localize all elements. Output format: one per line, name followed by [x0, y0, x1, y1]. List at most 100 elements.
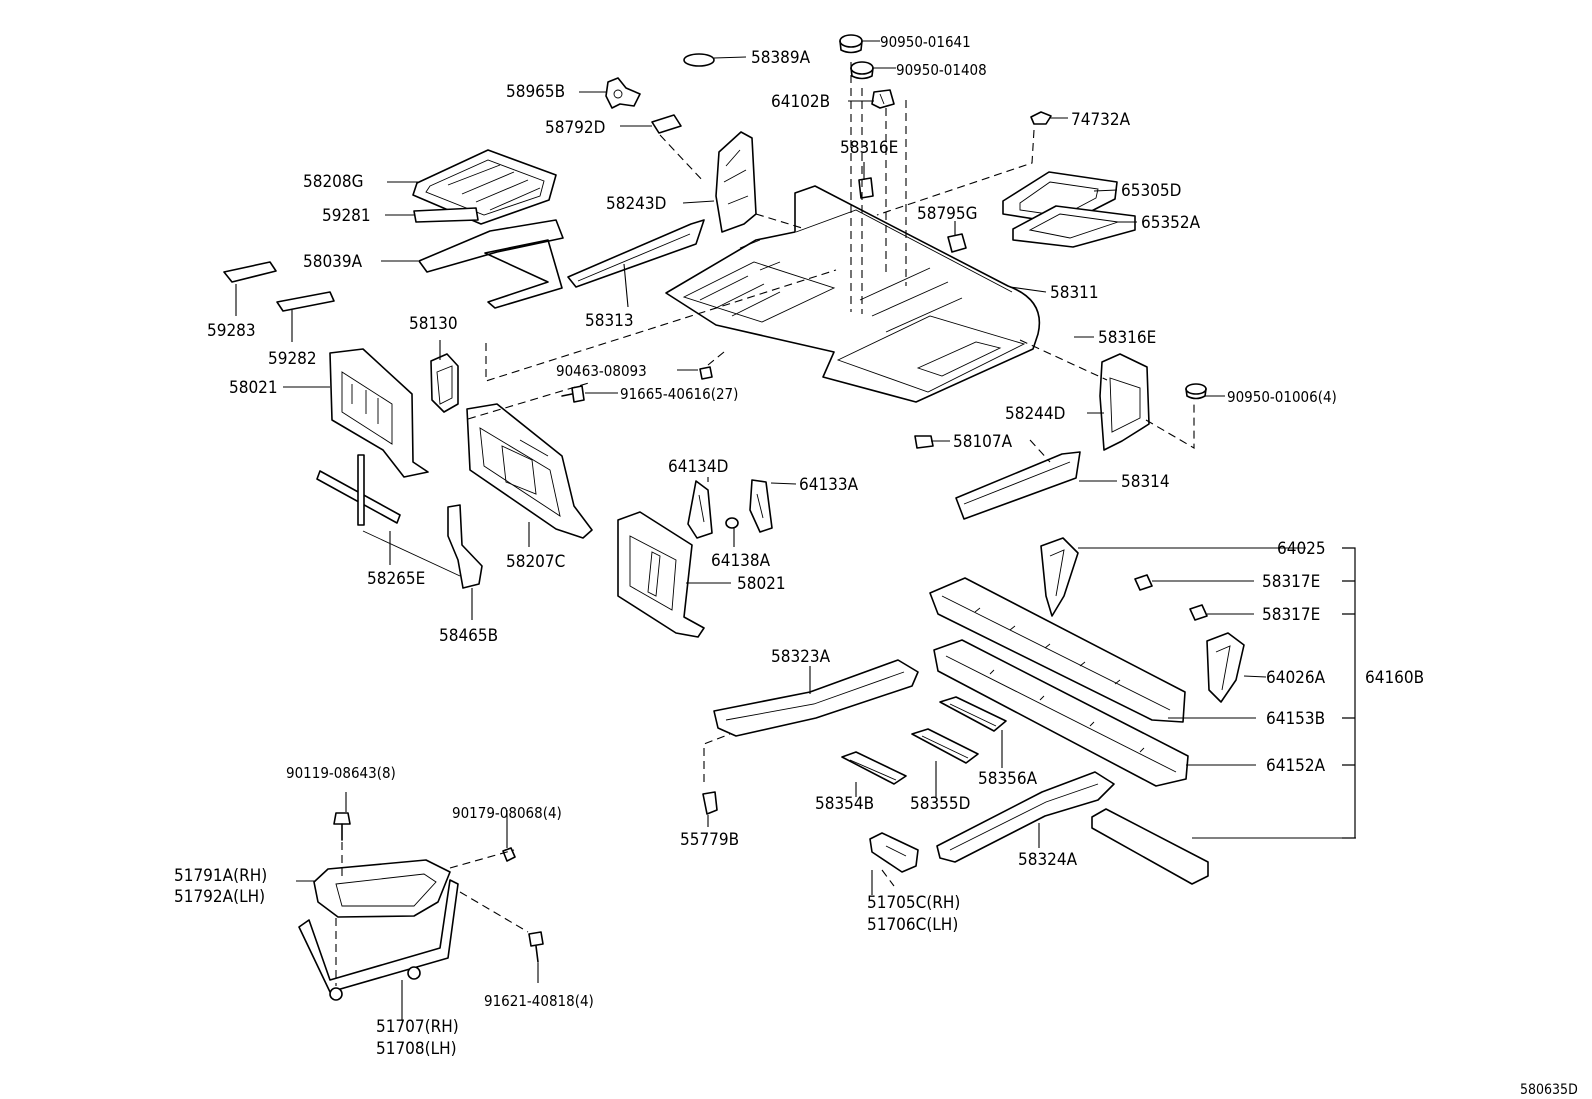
panel-58021-center-shape [617, 511, 705, 638]
bracket-58316e-top-shape [858, 177, 874, 199]
bracket-64025-shape [1040, 537, 1079, 617]
label-58243d: 58243D [606, 194, 666, 214]
label-58021-center: 58021 [737, 574, 786, 594]
clip-55779b-shape [702, 791, 718, 815]
nut-90179-08068-shape [502, 847, 516, 862]
bracket-51705c-shape [869, 832, 919, 873]
bracket-64026a-shape [1206, 632, 1245, 703]
bolt-91665-40616-shape [561, 385, 585, 403]
part-labels: 58389A 90950-01641 90950-01408 58965B 64… [174, 33, 1578, 1098]
label-58207c: 58207C [506, 552, 565, 572]
label-58311: 58311 [1050, 283, 1099, 303]
member-58314-shape [955, 451, 1081, 520]
label-51705c: 51705C(RH) [867, 893, 960, 913]
clip-58965b-shape [605, 77, 641, 109]
clip-74732a-shape [1030, 111, 1052, 125]
label-90950-01006: 90950-01006(4) [1227, 388, 1337, 406]
label-58355d: 58355D [910, 794, 970, 814]
bracket-59282-shape [276, 291, 335, 312]
label-58107a: 58107A [953, 432, 1013, 452]
label-64152a: 64152A [1266, 756, 1326, 776]
label-90179-08068: 90179-08068(4) [452, 804, 562, 822]
label-58324a: 58324A [1018, 850, 1078, 870]
label-51706c: 51706C(LH) [867, 915, 958, 935]
gasket-65352a-shape [1012, 205, 1136, 248]
block-58317e-a-shape [1134, 574, 1153, 591]
bracket-58130-shape [430, 353, 459, 413]
panel-58021-left-shape [329, 348, 429, 478]
clip-58107a-shape [914, 435, 934, 449]
label-58314: 58314 [1121, 472, 1170, 492]
label-58244d: 58244D [1005, 404, 1065, 424]
label-58356a: 58356A [978, 769, 1038, 789]
label-58021-left: 58021 [229, 378, 278, 398]
label-58313: 58313 [585, 311, 634, 331]
bracket-58465b-shape [447, 504, 483, 589]
label-58354b: 58354B [815, 794, 874, 814]
plug-90950-01006-shape [1185, 383, 1207, 400]
label-51708: 51708(LH) [376, 1039, 457, 1059]
label-74732a: 74732A [1071, 110, 1131, 130]
label-59283: 59283 [207, 321, 256, 341]
label-90950-01641: 90950-01641 [880, 33, 971, 51]
label-58465b: 58465B [439, 626, 498, 646]
label-90950-01408: 90950-01408 [896, 61, 987, 79]
block-58317e-b-shape [1189, 604, 1208, 621]
frame-58039a-shape [418, 219, 564, 309]
label-64160b: 64160B [1365, 668, 1424, 688]
label-64134d: 64134D [668, 457, 728, 477]
label-64102b: 64102B [771, 92, 830, 112]
drawing-id: 580635D [1520, 1082, 1578, 1098]
plug-90950-01408-shape [850, 61, 874, 80]
label-58130: 58130 [409, 314, 458, 334]
label-58317e-a: 58317E [1262, 572, 1320, 592]
label-51791a: 51791A(RH) [174, 866, 267, 886]
bracket-59283-shape [223, 261, 277, 283]
bracket-64133a-shape [749, 479, 773, 533]
plug-90950-01641-shape [839, 34, 863, 54]
floor-pan-58311-shape [665, 185, 1041, 403]
plate-58356a-shape [939, 696, 1007, 732]
member-58313-shape [567, 219, 705, 288]
label-58965b: 58965B [506, 82, 565, 102]
label-64138a: 64138A [711, 551, 771, 571]
plate-58355d-shape [911, 728, 979, 764]
pad-58792d-shape [651, 114, 682, 134]
label-59281: 59281 [322, 206, 371, 226]
bracket-64134d-shape [687, 480, 713, 539]
bolt-90119-08643-shape [333, 812, 351, 841]
panel-58244d-shape [1099, 353, 1150, 451]
leader-lines [235, 40, 1356, 1020]
clip-90463-08093-shape [699, 366, 713, 380]
bracket-64102b-shape [871, 89, 895, 109]
rod-58265e-shape [316, 454, 461, 577]
label-58795g: 58795G [917, 204, 978, 224]
block-58795g-shape [947, 233, 967, 253]
bolt-91621-40818-shape [528, 931, 544, 963]
label-65352a: 65352A [1141, 213, 1201, 233]
group-bracket-64160b [1342, 547, 1356, 839]
pad-64138a-shape [725, 517, 739, 529]
assembly-lines [335, 62, 1195, 986]
label-51707: 51707(RH) [376, 1017, 459, 1037]
plug-58389a-shape [683, 53, 715, 67]
label-58317e-b: 58317E [1262, 605, 1320, 625]
crossmember-64152a-shape [933, 639, 1189, 787]
label-90119-08643: 90119-08643(8) [286, 764, 396, 782]
label-58316e-top: 58316E [840, 138, 898, 158]
crossmember-58324a-shape [936, 771, 1115, 863]
rod-59281-shape [413, 207, 479, 223]
plate-58243d-shape [715, 131, 757, 233]
label-91621-40818: 91621-40818(4) [484, 992, 594, 1010]
step-bracket-51707-shape [298, 879, 459, 1001]
label-58208g: 58208G [303, 172, 364, 192]
label-58389a: 58389A [751, 48, 811, 68]
label-58316e-right: 58316E [1098, 328, 1156, 348]
label-51792a: 51792A(LH) [174, 887, 265, 907]
crossmember-64153b-shape [929, 577, 1186, 723]
label-58792d: 58792D [545, 118, 605, 138]
step-pan-51791a-shape [313, 859, 451, 918]
label-64133a: 64133A [799, 475, 859, 495]
label-64026a: 64026A [1266, 668, 1326, 688]
